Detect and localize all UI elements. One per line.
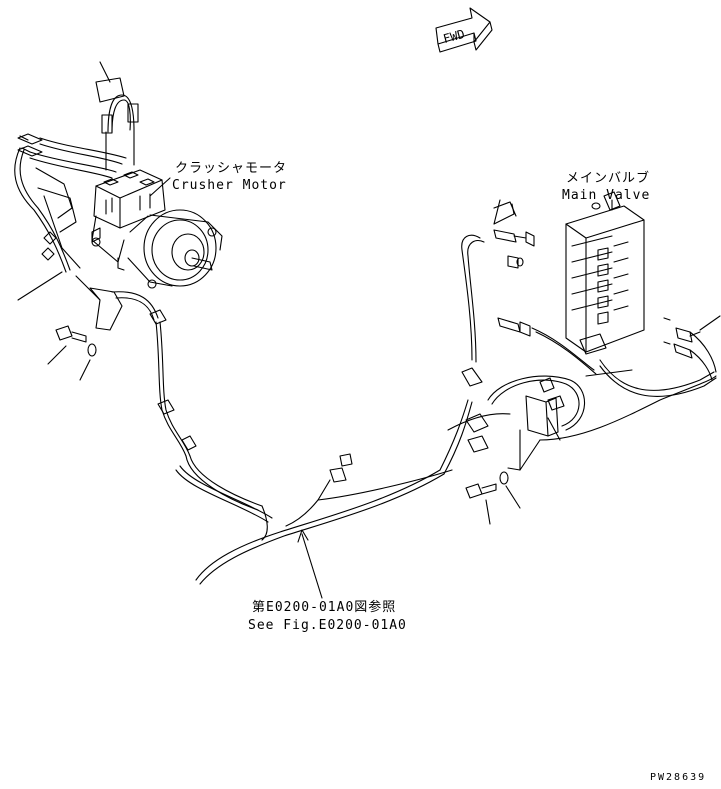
crusher-motor-label-en: Crusher Motor	[172, 178, 287, 193]
fwd-arrow-icon: FWD	[436, 8, 492, 52]
reference-leader	[298, 530, 322, 598]
drawing-id: PW28639	[650, 772, 707, 783]
main-valve	[566, 192, 644, 354]
motor-hoses	[18, 62, 138, 178]
motor-label-leader	[150, 178, 170, 196]
main-harness	[196, 368, 510, 584]
right-harness	[488, 370, 716, 470]
reference-label-jp: 第E0200-01A0図参照	[252, 600, 397, 615]
valve-sensors	[462, 200, 720, 396]
reference-label-en: See Fig.E0200-01A0	[248, 618, 407, 633]
left-harness	[15, 148, 272, 540]
main-valve-label-en: Main Valve	[562, 188, 651, 203]
crusher-motor-label-jp: クラッシャモータ	[175, 161, 288, 176]
crusher-motor	[92, 170, 222, 288]
main-valve-label-jp: メインバルブ	[566, 171, 651, 186]
left-bolt-icon	[48, 326, 96, 380]
fwd-arrow-label: FWD	[442, 27, 467, 46]
right-bolt-icon	[466, 472, 520, 524]
